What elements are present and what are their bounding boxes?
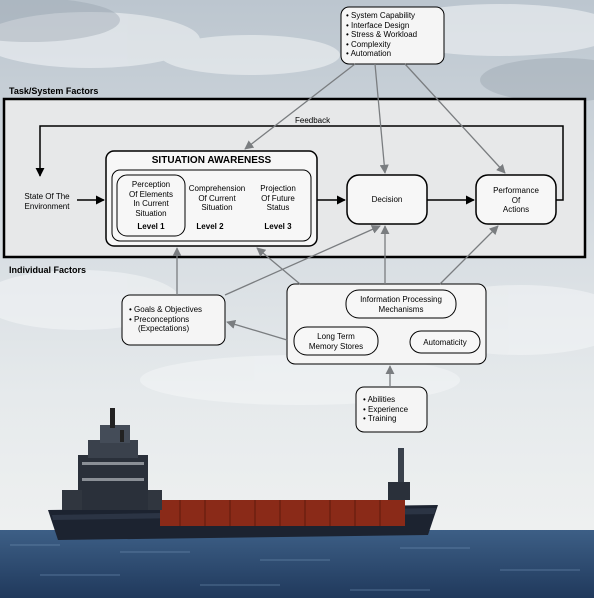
ltm-label: Long Term Memory Stores <box>294 332 378 351</box>
arrow-goals-to-decision <box>224 225 381 296</box>
sea <box>0 530 594 598</box>
level1-box <box>116 174 186 237</box>
level1-text: Perception Of Elements In Current Situat… <box>118 180 184 218</box>
level3-line: Of Future <box>261 193 295 203</box>
arrow-feedback-loop <box>35 125 564 201</box>
level1-line: In Current <box>133 199 169 208</box>
level1-label: Level 1 <box>137 222 165 231</box>
system-factor-item: • Automation <box>346 49 392 58</box>
info-processing-line: Mechanisms <box>378 304 424 314</box>
arrow-sys-to-sa <box>244 63 356 150</box>
level3-text: Projection Of Future Status <box>252 184 304 213</box>
arrow-mech-to-sa <box>256 247 301 285</box>
system-factor-item: • Complexity <box>346 39 391 49</box>
individual-factors-label: Individual Factors <box>9 265 87 275</box>
level2-label: Level 2 <box>196 222 224 231</box>
arrow-sys-to-decision <box>374 63 389 174</box>
ltm-box <box>293 326 379 356</box>
abilities-box <box>355 386 428 433</box>
level1-line: Perception <box>131 180 171 189</box>
abilities-list: • Abilities • Experience • Training <box>363 395 408 424</box>
decision-label: Decision <box>371 195 403 204</box>
ltm-line: Memory Stores <box>308 341 364 351</box>
goals-item: (Expectations) <box>138 324 190 333</box>
info-processing-label: Information Processing Mechanisms <box>346 295 456 314</box>
level3-line: Projection <box>260 184 296 193</box>
abilities-item: • Experience <box>363 404 409 414</box>
goals-box <box>121 294 226 346</box>
level3-line: Status <box>266 203 290 212</box>
sa-title: SITUATION AWARENESS <box>151 155 272 166</box>
feedback-label: Feedback <box>295 116 331 125</box>
arrow-mech-to-goals <box>226 319 288 341</box>
performance-label: Performance Of Actions <box>476 186 556 215</box>
level2-line: Of Current <box>198 193 236 203</box>
level3-label: Level 3 <box>264 222 292 231</box>
system-factor-item: • Stress & Workload <box>346 30 418 39</box>
goals-item: • Preconceptions <box>129 314 190 324</box>
level2-line: Situation <box>201 203 233 212</box>
performance-line: Of <box>511 195 521 205</box>
level1-line: Of Elements <box>128 189 173 199</box>
state-env-line: Environment <box>24 201 70 211</box>
system-factor-item: • System Capability <box>346 11 416 20</box>
level2-line: Comprehension <box>188 184 246 193</box>
system-factors-box <box>340 6 445 65</box>
dark-clouds <box>0 0 594 102</box>
waves <box>10 544 580 591</box>
task-system-label: Task/System Factors <box>9 86 99 96</box>
info-processing-box <box>345 289 457 319</box>
system-factors-list: • System Capability • Interface Design •… <box>346 11 417 59</box>
goals-item: • Goals & Objectives <box>129 305 203 314</box>
sa-inner-box <box>111 169 312 242</box>
performance-line: Actions <box>502 205 530 214</box>
info-processing-line: Information Processing <box>360 295 442 304</box>
arrow-sys-to-performance <box>404 63 506 174</box>
performance-line: Performance <box>493 186 539 195</box>
level2-text: Comprehension Of Current Situation <box>184 184 250 213</box>
abilities-item: • Abilities <box>363 395 396 404</box>
system-factor-item: • Interface Design <box>346 20 410 30</box>
state-env-line: State Of The <box>24 192 70 201</box>
automaticity-label: Automaticity <box>423 338 467 347</box>
state-of-environment: State Of The Environment <box>18 192 76 211</box>
automaticity-box <box>409 330 481 354</box>
cargo-ship <box>48 408 438 540</box>
ltm-line: Long Term <box>317 332 355 341</box>
level1-line: Situation <box>135 208 167 218</box>
goals-list: • Goals & Objectives • Preconceptions (E… <box>129 305 202 334</box>
arrow-mech-to-performance <box>439 225 499 285</box>
abilities-item: • Training <box>363 414 397 423</box>
